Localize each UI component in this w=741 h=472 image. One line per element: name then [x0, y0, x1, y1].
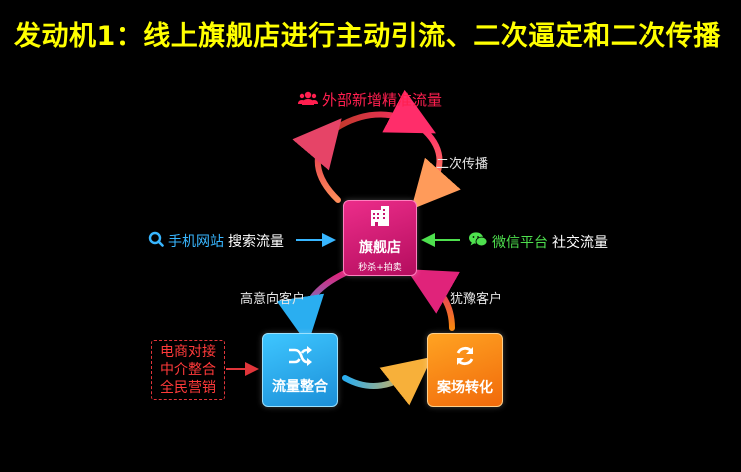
traffic-sources-box: 电商对接 中介整合 全民营销 — [151, 340, 225, 400]
wechat-social-source: 微信平台 社交流量 — [468, 231, 608, 252]
traffic-name: 流量整合 — [272, 378, 328, 395]
top-arc-arrow — [335, 89, 436, 134]
traffic-to-conversion-arrow — [342, 356, 433, 406]
flagship-name: 旗舰店 — [359, 239, 401, 256]
right-loop-arrow — [411, 128, 461, 210]
building-icon — [368, 204, 392, 233]
page-title: 发动机1：线上旗舰店进行主动引流、二次逼定和二次传播 — [14, 21, 721, 52]
second-spread-label: 二次传播 — [436, 157, 489, 172]
flagship-store-node: 旗舰店 秒杀+拍卖 — [343, 200, 417, 276]
flagship-sub: 秒杀+拍卖 — [358, 262, 402, 273]
source-item: 电商对接 — [160, 344, 216, 360]
shuffle-icon — [287, 345, 313, 372]
high-intent-label: 高意向客户 — [240, 292, 306, 307]
source-item: 全民营销 — [160, 380, 216, 396]
high-intent-arrow — [276, 270, 348, 345]
hesitant-arrow — [406, 269, 460, 331]
refresh-icon — [453, 344, 477, 373]
external-traffic-label: 外部新增精准流量 — [298, 89, 442, 110]
users-icon — [298, 90, 318, 110]
wechat-icon — [468, 231, 488, 252]
hesitant-label: 犹豫客户 — [450, 292, 503, 307]
search-icon — [148, 231, 164, 251]
onsite-conversion-node: 案场转化 — [427, 333, 503, 407]
mobile-search-source: 手机网站 搜索流量 — [148, 231, 284, 251]
left-loop-arrow — [292, 118, 342, 203]
source-item: 中介整合 — [160, 362, 216, 378]
traffic-integration-node: 流量整合 — [262, 333, 338, 407]
conversion-name: 案场转化 — [437, 379, 493, 396]
